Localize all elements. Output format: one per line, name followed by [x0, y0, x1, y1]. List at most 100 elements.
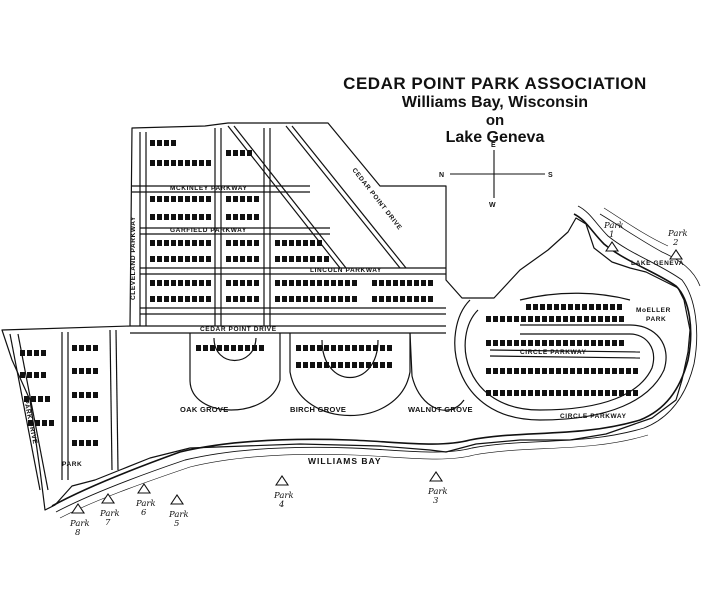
lot	[596, 304, 601, 310]
lot	[317, 280, 322, 286]
lot	[35, 420, 40, 426]
lot	[533, 304, 538, 310]
lot	[612, 316, 617, 322]
lot	[591, 390, 596, 396]
lot	[178, 256, 183, 262]
lot	[317, 240, 322, 246]
lot	[324, 362, 329, 368]
lot	[421, 280, 426, 286]
lot	[591, 340, 596, 346]
lot	[199, 280, 204, 286]
lot	[626, 368, 631, 374]
lot	[27, 350, 32, 356]
lot	[379, 280, 384, 286]
lot	[240, 214, 245, 220]
lot	[547, 304, 552, 310]
park-6-label: Park	[135, 499, 156, 509]
cedar-point-drive-diagonal-label: CEDAR POINT DRIVE	[350, 167, 403, 232]
lot	[24, 396, 29, 402]
lot	[324, 280, 329, 286]
cedar-point-drive-label: CEDAR POINT DRIVE	[200, 326, 277, 333]
lot	[247, 296, 252, 302]
lot	[206, 296, 211, 302]
lot	[79, 345, 84, 351]
park-7-number: 7	[105, 518, 111, 528]
lot	[617, 304, 622, 310]
lot	[79, 416, 84, 422]
lot	[226, 296, 231, 302]
lot	[563, 340, 568, 346]
park-3-triangle-icon	[428, 471, 444, 482]
lot	[317, 296, 322, 302]
lot	[556, 368, 561, 374]
lot	[41, 372, 46, 378]
moeller-label: MoELLER	[636, 307, 671, 314]
lot	[380, 345, 385, 351]
lot	[338, 345, 343, 351]
lot	[282, 256, 287, 262]
lot	[171, 214, 176, 220]
lot	[619, 316, 624, 322]
lot	[352, 345, 357, 351]
lot	[303, 256, 308, 262]
lot	[521, 340, 526, 346]
lot	[563, 390, 568, 396]
lot	[387, 345, 392, 351]
lot	[157, 296, 162, 302]
lot	[324, 296, 329, 302]
lot	[359, 345, 364, 351]
lot	[93, 345, 98, 351]
lot	[345, 280, 350, 286]
lot	[507, 340, 512, 346]
lot	[150, 240, 155, 246]
lot	[171, 296, 176, 302]
lot	[338, 362, 343, 368]
lot	[310, 280, 315, 286]
lot	[178, 160, 183, 166]
lot	[233, 256, 238, 262]
lot	[254, 256, 259, 262]
park-1-triangle-icon	[604, 241, 620, 252]
lot	[303, 280, 308, 286]
park-4-number: 4	[278, 500, 284, 510]
lot	[633, 368, 638, 374]
lot	[206, 280, 211, 286]
lot	[240, 280, 245, 286]
lot	[352, 296, 357, 302]
lot	[303, 345, 308, 351]
lot	[275, 280, 280, 286]
lot	[49, 420, 54, 426]
lot	[603, 304, 608, 310]
lot	[345, 362, 350, 368]
lot	[150, 160, 155, 166]
lot	[486, 390, 491, 396]
lot	[206, 160, 211, 166]
lot	[210, 345, 215, 351]
lot	[233, 196, 238, 202]
lot	[185, 160, 190, 166]
lot	[72, 440, 77, 446]
lot	[34, 350, 39, 356]
lot	[393, 280, 398, 286]
lot	[38, 396, 43, 402]
lot	[226, 150, 231, 156]
lot	[45, 396, 50, 402]
lot	[366, 345, 371, 351]
lot	[178, 214, 183, 220]
lot	[296, 256, 301, 262]
lot	[605, 368, 610, 374]
lot	[150, 214, 155, 220]
lot	[171, 196, 176, 202]
lot	[164, 140, 169, 146]
lot	[226, 196, 231, 202]
lot	[240, 150, 245, 156]
lot	[247, 280, 252, 286]
lot	[612, 390, 617, 396]
lot	[486, 368, 491, 374]
lot	[554, 304, 559, 310]
lot	[192, 280, 197, 286]
lot	[310, 296, 315, 302]
lot	[303, 240, 308, 246]
lot	[428, 296, 433, 302]
lot	[407, 296, 412, 302]
